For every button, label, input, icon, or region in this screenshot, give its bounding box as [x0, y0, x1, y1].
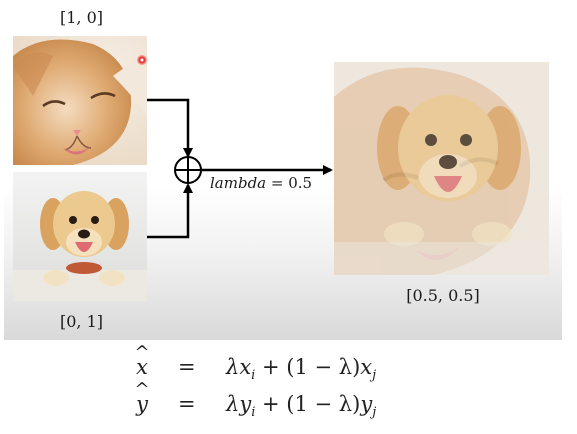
lambda-value: = 0.5: [266, 174, 313, 192]
equation-y-equals: =: [178, 392, 196, 416]
lambda-label: lambda = 0.5: [210, 174, 312, 192]
equation-x-rhs: λxi + (1 − λ)xj: [226, 355, 377, 384]
cursor-dot: [137, 55, 147, 65]
cat-image: [13, 36, 147, 165]
mixed-image: [334, 62, 549, 275]
dog-image: [13, 172, 147, 301]
lambda-name: lambda: [210, 174, 267, 192]
equation-x-equals: =: [178, 355, 196, 379]
equation-x: ^x = λxi + (1 − λ)xj: [130, 342, 460, 385]
mix-vector-label: [0.5, 0.5]: [406, 286, 480, 305]
equation-y-rhs: λyi + (1 − λ)yj: [226, 392, 377, 421]
dog-vector-label: [0, 1]: [60, 312, 104, 331]
equation-x-lhs: ^x: [134, 342, 150, 379]
cat-vector-label: [1, 0]: [60, 8, 104, 27]
equation-y-lhs: ^y: [134, 379, 150, 416]
equation-y: ^y = λyi + (1 − λ)yj: [130, 379, 460, 422]
